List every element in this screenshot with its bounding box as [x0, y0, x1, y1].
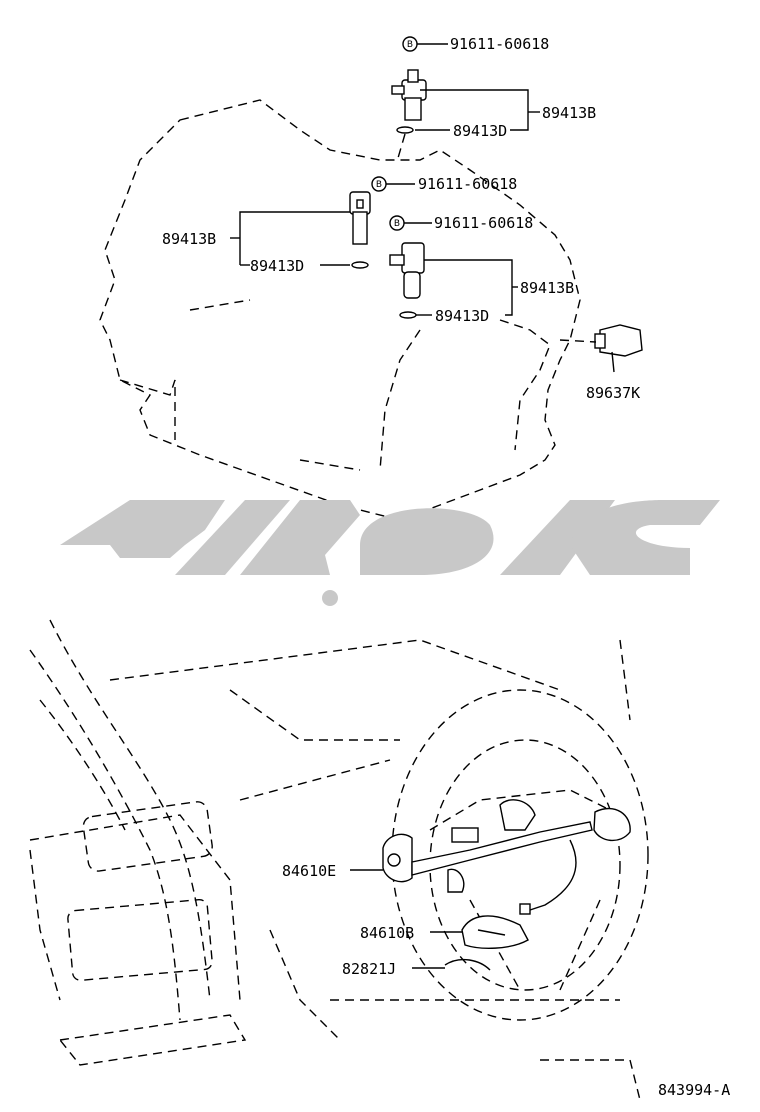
leader-lines-bottom [350, 870, 462, 968]
label-sensor-3[interactable]: 89413B [520, 279, 574, 297]
label-bolt-1[interactable]: 91611-60618 [450, 35, 549, 53]
bolt-marker-1: B [407, 40, 413, 50]
label-plug[interactable]: 89637K [586, 384, 640, 402]
label-ring-1[interactable]: 89413D [453, 122, 507, 140]
label-ring-3[interactable]: 89413D [435, 307, 489, 325]
bolt-markers [372, 37, 417, 230]
label-bolt-3[interactable]: 91611-60618 [434, 214, 533, 232]
label-switch-bottom[interactable]: 84610B [360, 924, 414, 942]
steering-switch-assembly[interactable] [383, 800, 630, 914]
label-bolt-2[interactable]: 91611-60618 [418, 175, 517, 193]
speed-sensor-lower[interactable] [390, 243, 424, 318]
transmission-outline [100, 100, 580, 520]
speed-sensor-top[interactable] [392, 70, 426, 133]
dashboard-outline [30, 620, 640, 1100]
diagram-code: 843994-A [658, 1081, 730, 1099]
speed-sensor-middle[interactable] [350, 192, 370, 268]
label-sensor-1[interactable]: 89413B [542, 104, 596, 122]
label-cover[interactable]: 82821J [342, 960, 396, 978]
watermark-logo [60, 500, 720, 606]
steering-cover[interactable] [445, 960, 490, 970]
steering-wheel [392, 690, 648, 1020]
bolt-marker-letters: B B B [376, 40, 413, 229]
label-ring-2[interactable]: 89413D [250, 257, 304, 275]
bolt-marker-3: B [394, 219, 400, 229]
bolt-marker-2: B [376, 180, 382, 190]
label-switch-left[interactable]: 84610E [282, 862, 336, 880]
lower-switch[interactable] [462, 916, 528, 948]
label-sensor-2[interactable]: 89413B [162, 230, 216, 248]
